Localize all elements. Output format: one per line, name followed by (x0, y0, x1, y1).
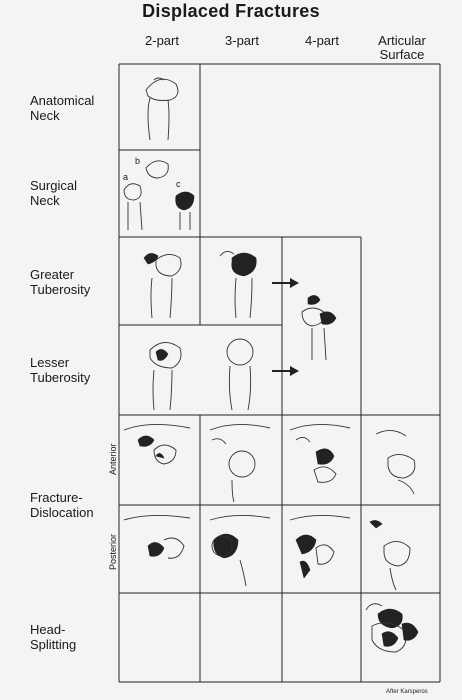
sketch-dislocation-posterior-articular (369, 520, 411, 591)
row-label-lesser-line1: Lesser (30, 355, 70, 370)
row-label-greater-line2: Tuberosity (30, 282, 91, 297)
row-label-lesser-tuberosity: Lesser Tuberosity (30, 355, 90, 385)
sub-label-b: b (135, 156, 141, 166)
row-label-surgical-line2: Neck (30, 193, 60, 208)
column-header-articular-surface: Articular Surface (362, 34, 442, 62)
row-label-anatomical-neck: Anatomical Neck (30, 93, 94, 123)
row-label-greater-line1: Greater (30, 267, 75, 282)
sketch-lesser-tuberosity-3part (226, 338, 254, 411)
row-label-lesser-line2: Tuberosity (30, 370, 91, 385)
sub-label-c: c (176, 179, 181, 189)
sketch-dislocation-posterior-2part (123, 514, 191, 559)
sketch-lesser-tuberosity-2part (149, 342, 182, 411)
sketch-dislocation-posterior-3part (209, 515, 271, 587)
grid-lines (118, 63, 441, 683)
sub-label-posterior: Posterior (108, 533, 118, 570)
sketch-dislocation-anterior-3part (209, 424, 271, 503)
column-header-articular-line2: Surface (379, 47, 425, 62)
column-header-2-part: 2-part (145, 33, 179, 48)
arrow-lesser-to-4part (272, 366, 299, 376)
row-label-surgical-neck: Surgical Neck (30, 178, 77, 208)
sketch-surgical-neck-2part (123, 160, 195, 231)
sub-label-a: a (123, 172, 129, 182)
row-label-head-line2: Splitting (30, 637, 77, 652)
sketch-dislocation-anterior-articular (375, 430, 416, 495)
row-label-dislocation-line1: Fracture- (30, 490, 83, 505)
sketch-greater-tuberosity-3part (219, 251, 257, 319)
column-header-3-part: 3-part (225, 33, 259, 48)
row-label-anatomical-line1: Anatomical (30, 93, 95, 108)
row-label-dislocation-line2: Dislocation (30, 505, 94, 520)
row-label-fracture-dislocation: Fracture- Dislocation (30, 490, 94, 520)
sketch-dislocation-anterior-2part (123, 423, 191, 465)
column-header-articular-line1: Articular (378, 33, 426, 48)
sketch-anatomical-neck-2part (145, 77, 179, 141)
credit-line: After Karsperos (386, 689, 428, 695)
arrow-greater-to-4part (272, 278, 299, 288)
sub-label-anterior: Anterior (108, 443, 118, 475)
row-label-surgical-line1: Surgical (30, 178, 77, 193)
sketch-4part (301, 295, 337, 361)
row-label-anatomical-line2: Neck (30, 108, 60, 123)
sketch-greater-tuberosity-2part (143, 253, 182, 319)
row-label-greater-tuberosity: Greater Tuberosity (30, 267, 90, 297)
sketch-dislocation-posterior-4part (289, 515, 351, 579)
sketch-dislocation-anterior-4part (289, 424, 351, 483)
sketch-head-splitting-articular (365, 603, 419, 653)
column-header-4-part: 4-part (305, 33, 339, 48)
row-label-head-splitting: Head- Splitting (30, 622, 76, 652)
diagram-title: Displaced Fractures (142, 1, 320, 21)
row-label-head-line1: Head- (30, 622, 66, 637)
